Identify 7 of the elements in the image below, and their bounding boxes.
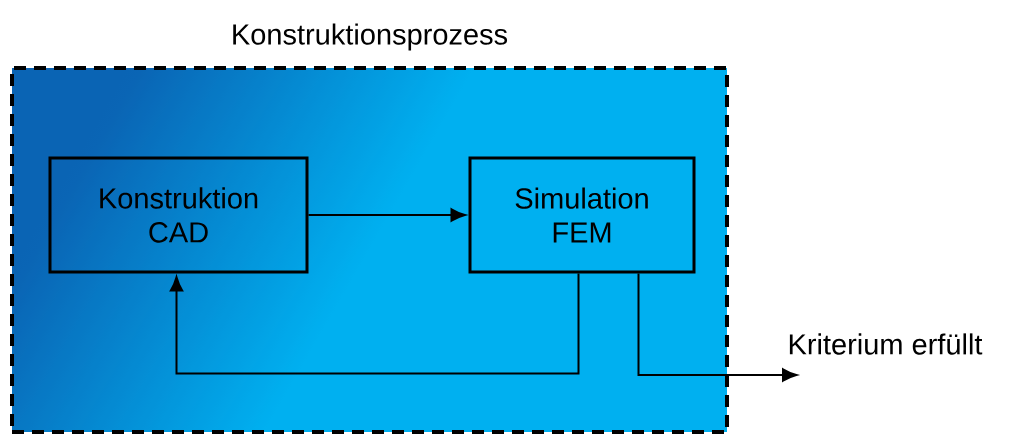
arrow — [637, 272, 798, 382]
edge-label: Kriterium erfüllt — [785, 331, 985, 357]
process-box: Simulation FEM — [468, 156, 696, 274]
arrow — [307, 208, 466, 222]
node-label: Konstruktionsprozess — [233, 23, 508, 51]
process-box: Konstruktion CAD — [48, 156, 309, 274]
arrow — [169, 272, 580, 375]
